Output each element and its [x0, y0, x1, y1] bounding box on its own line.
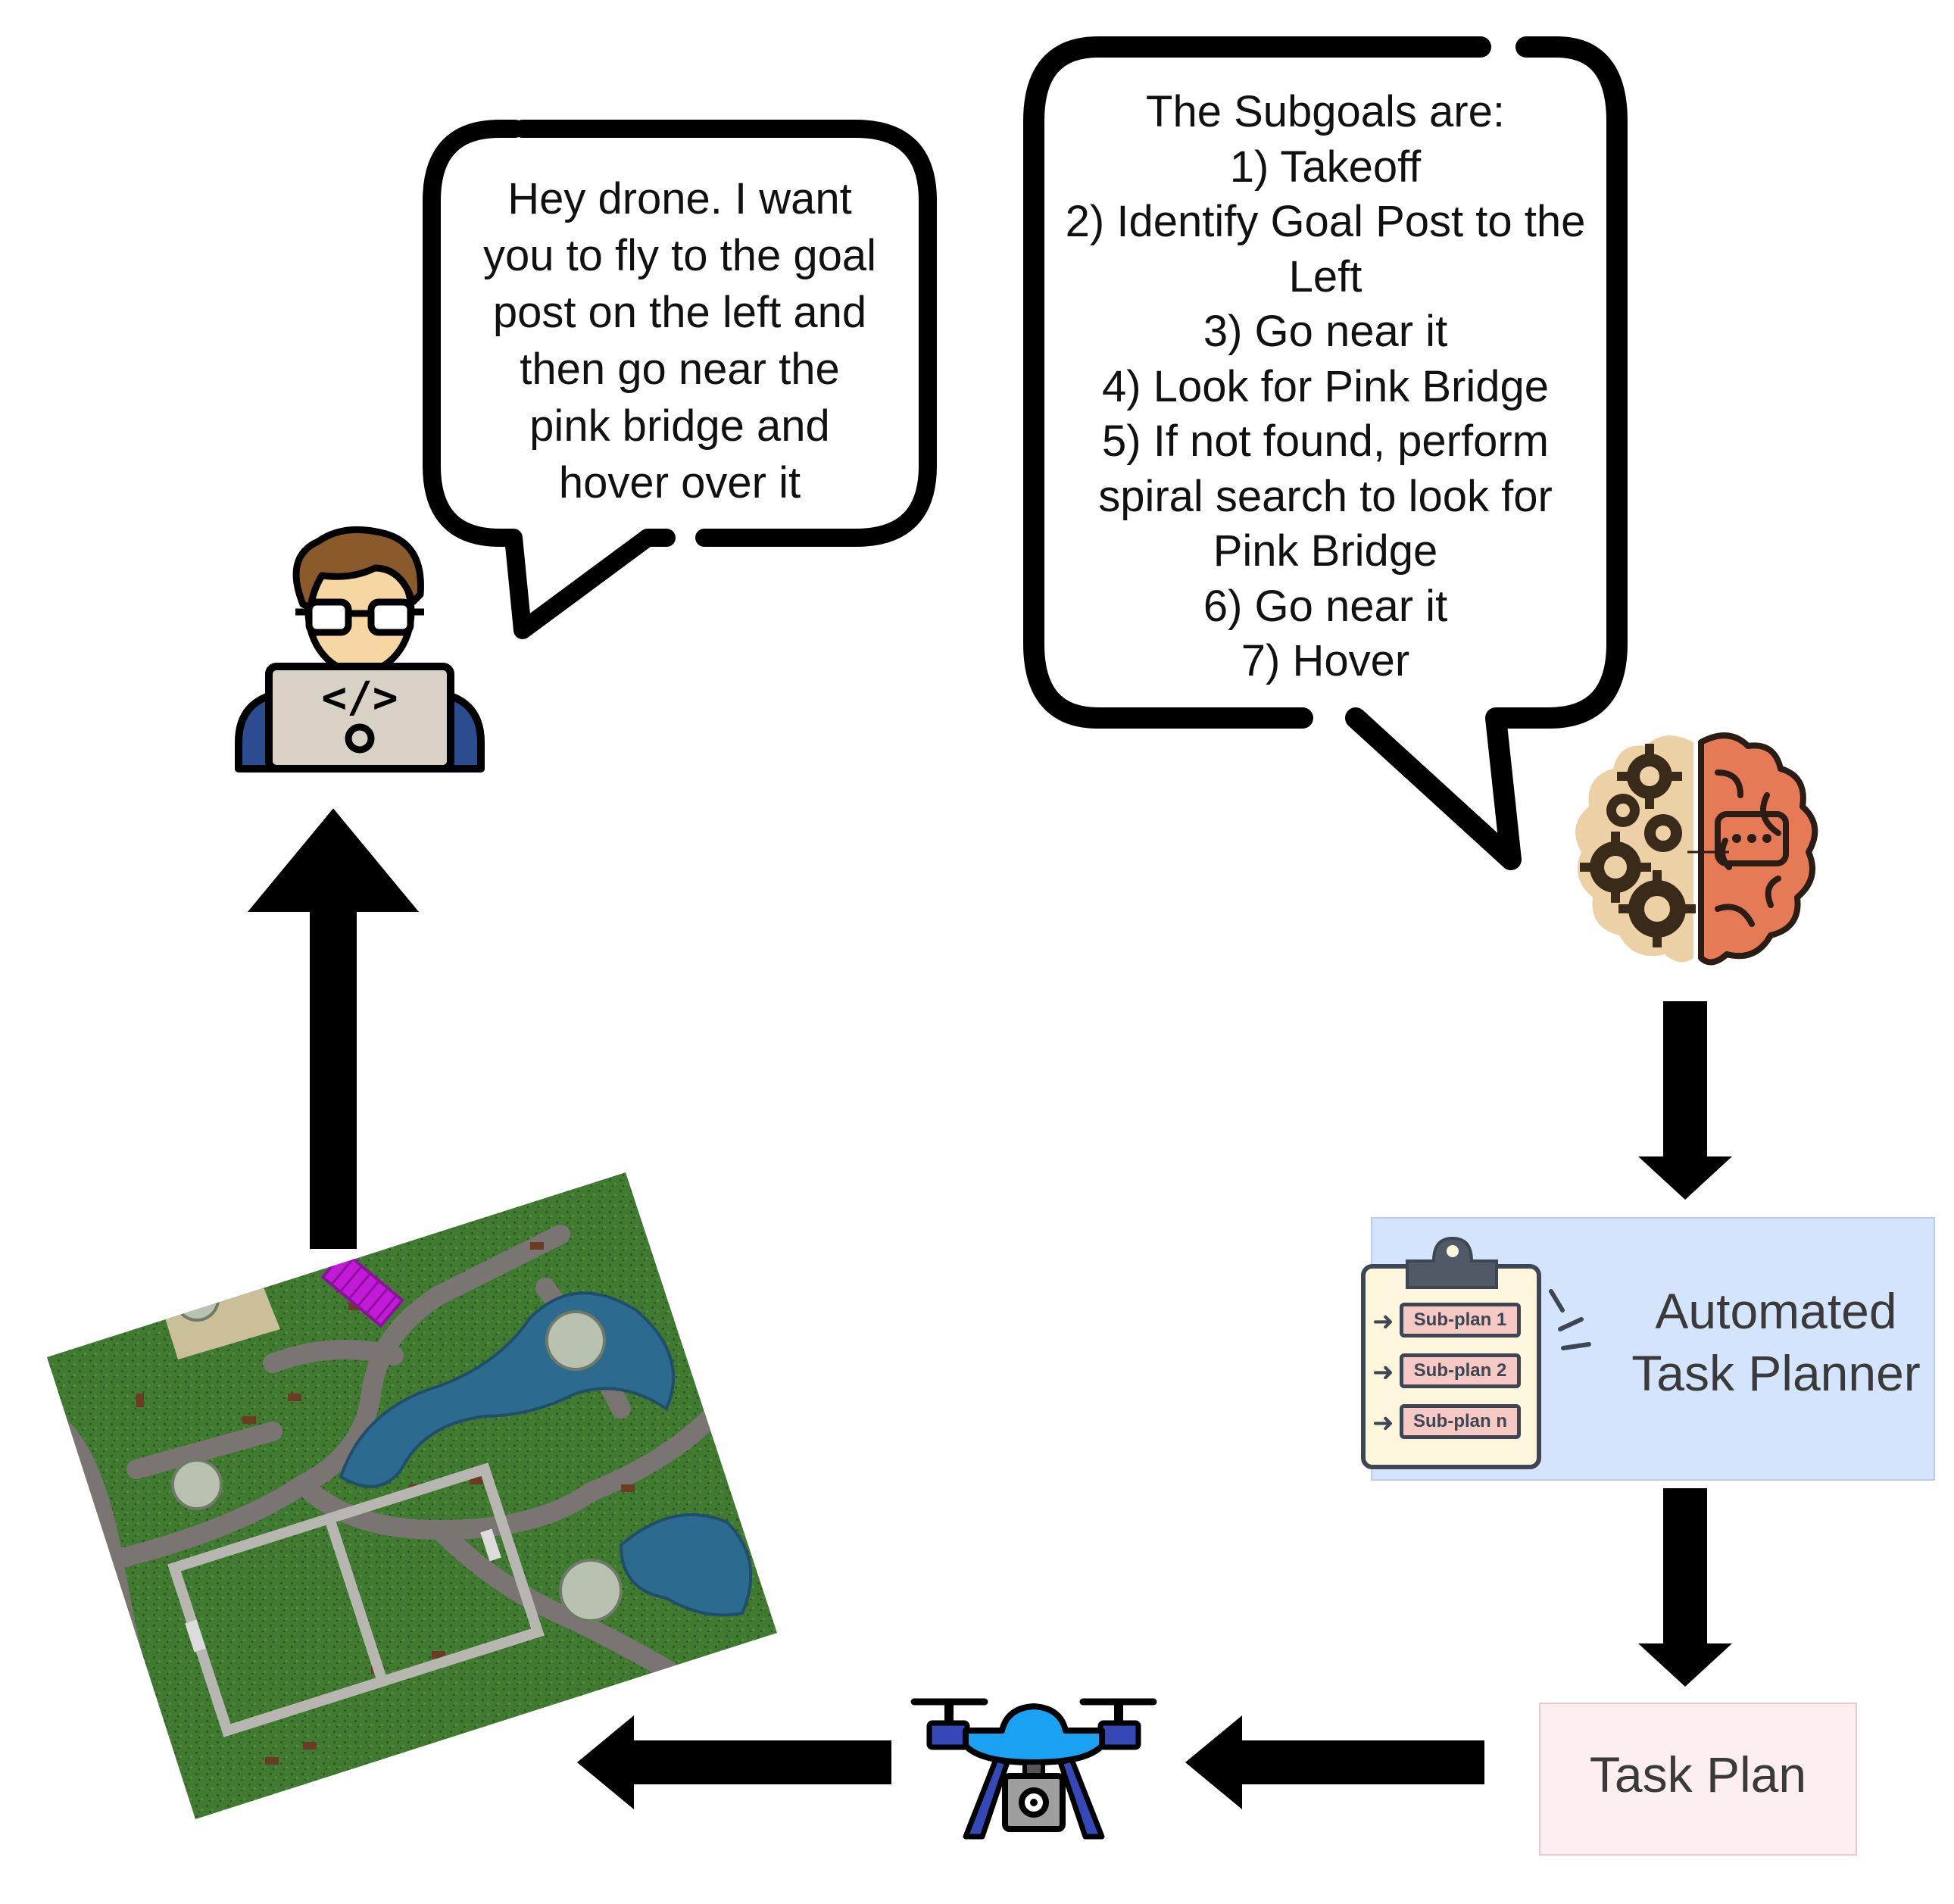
- subgoal-item: 1) Takeoff: [1229, 142, 1422, 192]
- subgoal-item: 7) Hover: [1241, 636, 1410, 685]
- user-speech-line: post on the left and: [492, 288, 867, 337]
- subgoal-item: 3) Go near it: [1203, 307, 1448, 356]
- arrow-down-2: [1638, 1488, 1732, 1687]
- arrow-down-1: [1638, 1001, 1732, 1200]
- task-plan-box: [1539, 1703, 1857, 1856]
- subgoal-item: Pink Bridge: [1213, 526, 1438, 576]
- clipboard-icon: ➜ ➜ ➜ Sub-plan 1 Sub-plan 2 Sub-plan n: [1361, 1234, 1591, 1469]
- arrow-left-1: [1185, 1715, 1484, 1809]
- brain-gears-icon: [1575, 732, 1818, 966]
- subgoal-item: 4) Look for Pink Bridge: [1102, 361, 1549, 411]
- arrow-left-2: [577, 1715, 891, 1809]
- subgoals-text: The Subgoals are: 1) Takeoff 2) Identify…: [1041, 85, 1609, 689]
- subgoal-item: Left: [1288, 251, 1362, 301]
- user-speech-line: Hey drone. I want: [507, 174, 852, 223]
- drone-camera-icon: [910, 1698, 1157, 1840]
- planner-label-line1: Automated: [1655, 1283, 1897, 1339]
- user-speech-line: hover over it: [558, 458, 801, 507]
- task-plan-label: Task Plan: [1589, 1746, 1807, 1803]
- user-speech-line: pink bridge and: [529, 401, 830, 451]
- svg-text:</>: </>: [321, 673, 398, 723]
- subplan-arrow-icon: ➜: [1372, 1307, 1394, 1336]
- user-speech-text: Hey drone. I want you to fly to the goal…: [447, 170, 913, 511]
- planner-label: Automated Task Planner: [1613, 1280, 1939, 1404]
- subgoal-item: 2) Identify Goal Post to the: [1065, 197, 1586, 246]
- subplan-arrow-icon: ➜: [1372, 1358, 1394, 1387]
- subgoal-item: spiral search to look for: [1098, 471, 1553, 521]
- arrow-up: [248, 808, 419, 1249]
- user-speech-line: you to fly to the goal: [482, 231, 877, 280]
- subgoal-item: 6) Go near it: [1203, 581, 1448, 631]
- subplan-item: Sub-plan 1: [1400, 1303, 1521, 1337]
- subplan-item: Sub-plan 2: [1400, 1353, 1521, 1388]
- planner-label-line2: Task Planner: [1631, 1345, 1921, 1401]
- aerial-park-map: [47, 1172, 777, 1819]
- subgoal-item: 5) If not found, perform: [1102, 417, 1549, 466]
- subgoals-title: The Subgoals are:: [1146, 87, 1505, 136]
- pink-bridge: [320, 1249, 404, 1328]
- programmer-laptop-icon: </>: [235, 526, 485, 773]
- subplan-arrow-icon: ➜: [1372, 1409, 1394, 1437]
- subplan-item: Sub-plan n: [1400, 1404, 1521, 1439]
- user-speech-line: then go near the: [520, 345, 840, 394]
